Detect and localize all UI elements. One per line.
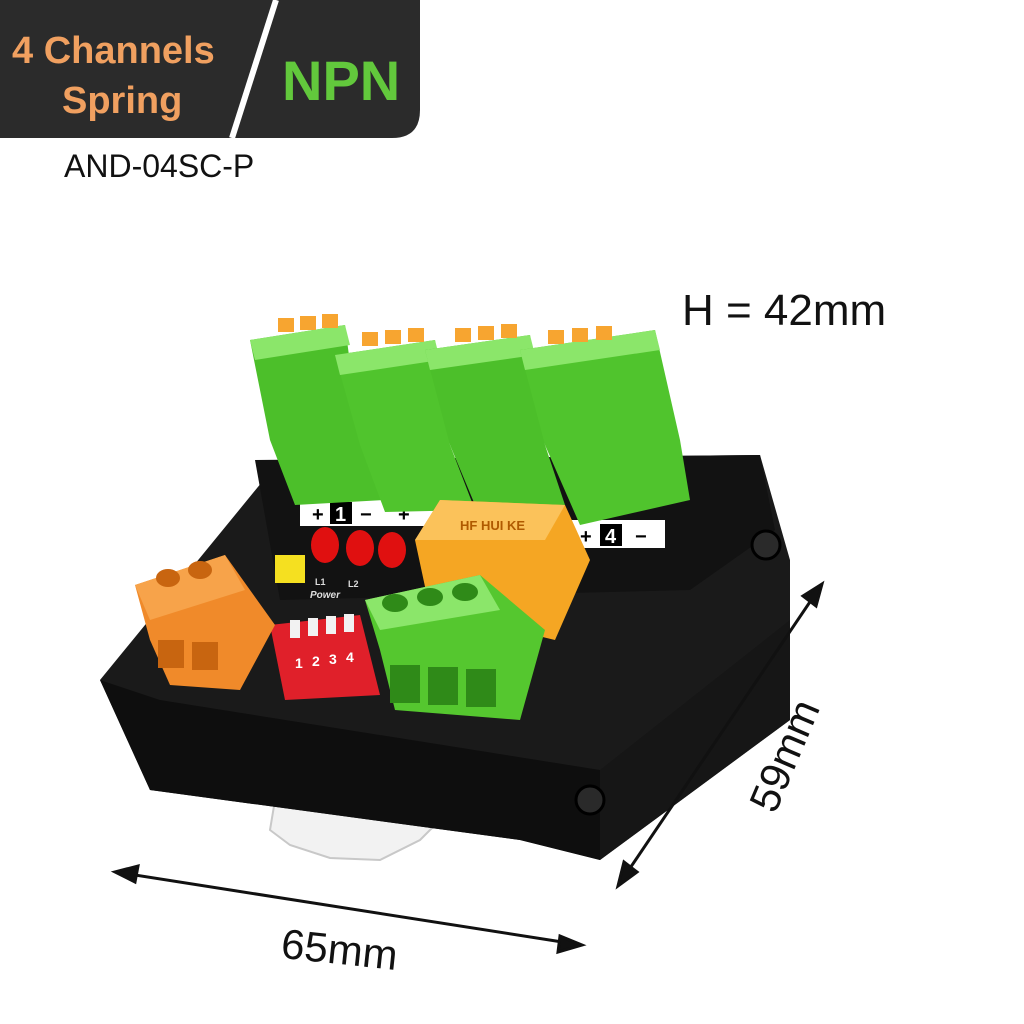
banner-title-line1: 4 Channels <box>12 30 215 72</box>
output-terminal <box>365 575 545 720</box>
svg-text:HF HUI KE: HF HUI KE <box>460 518 525 533</box>
svg-text:+: + <box>580 526 592 548</box>
spring-terminal-1 <box>250 314 385 505</box>
spring-terminal-4 <box>520 326 690 525</box>
svg-text:4: 4 <box>346 649 354 665</box>
svg-text:−: − <box>635 526 647 548</box>
dip-switch: 1 2 3 4 <box>270 614 380 700</box>
svg-text:1: 1 <box>335 504 346 526</box>
banner-background <box>0 0 420 139</box>
spring-terminals <box>250 314 690 525</box>
leds: L1 L2 Power <box>275 527 406 601</box>
model-number: AND-04SC-P <box>64 148 255 184</box>
svg-text:Power: Power <box>310 590 341 601</box>
svg-text:L1: L1 <box>315 577 326 587</box>
banner-tag: NPN <box>282 49 401 112</box>
svg-text:4: 4 <box>605 526 617 548</box>
svg-text:3: 3 <box>329 651 337 667</box>
svg-text:2: 2 <box>312 653 320 669</box>
svg-text:−: − <box>360 504 372 526</box>
width-arrow <box>110 863 587 955</box>
height-dimension-label: H = 42mm <box>682 286 887 335</box>
depth-arrow <box>615 580 825 890</box>
svg-text:L2: L2 <box>348 579 359 589</box>
screw-top <box>750 529 782 561</box>
svg-text:+: + <box>398 504 410 526</box>
svg-text:1: 1 <box>295 655 303 671</box>
banner-title-line2: Spring <box>62 80 183 122</box>
svg-text:+: + <box>312 504 324 526</box>
power-terminal <box>135 555 275 690</box>
screw-bottom <box>574 784 606 816</box>
